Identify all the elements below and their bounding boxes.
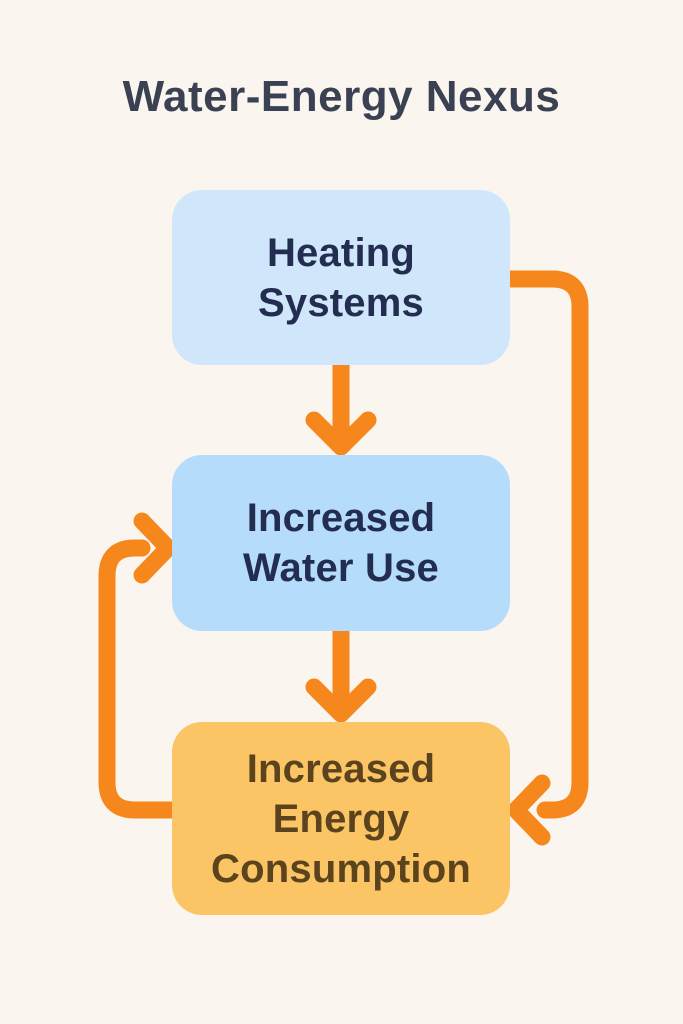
node-increased-energy-consumption: Increased Energy Consumption [172,722,510,915]
arrow-left-icon [507,774,551,846]
edge-water-to-energy-arrow [305,615,377,723]
node-label: Increased Energy Consumption [211,746,471,891]
node-heating-systems: Heating Systems [172,190,510,365]
edge-energy-to-water-arrow [98,512,186,819]
arrow-shaft [98,539,186,819]
node-label: Increased Water Use [243,496,439,590]
arrow-right-icon [133,512,177,584]
arrow-shaft [496,270,589,819]
node-increased-water-use: Increased Water Use [172,455,510,631]
edge-heating-to-energy-arrow [496,270,589,846]
page-title: Water-Energy Nexus [122,72,561,121]
node-label: Heating Systems [258,230,424,325]
arrow-down-icon [305,411,377,456]
arrow-down-icon [305,678,377,723]
edge-heating-to-water-arrow [305,349,377,456]
